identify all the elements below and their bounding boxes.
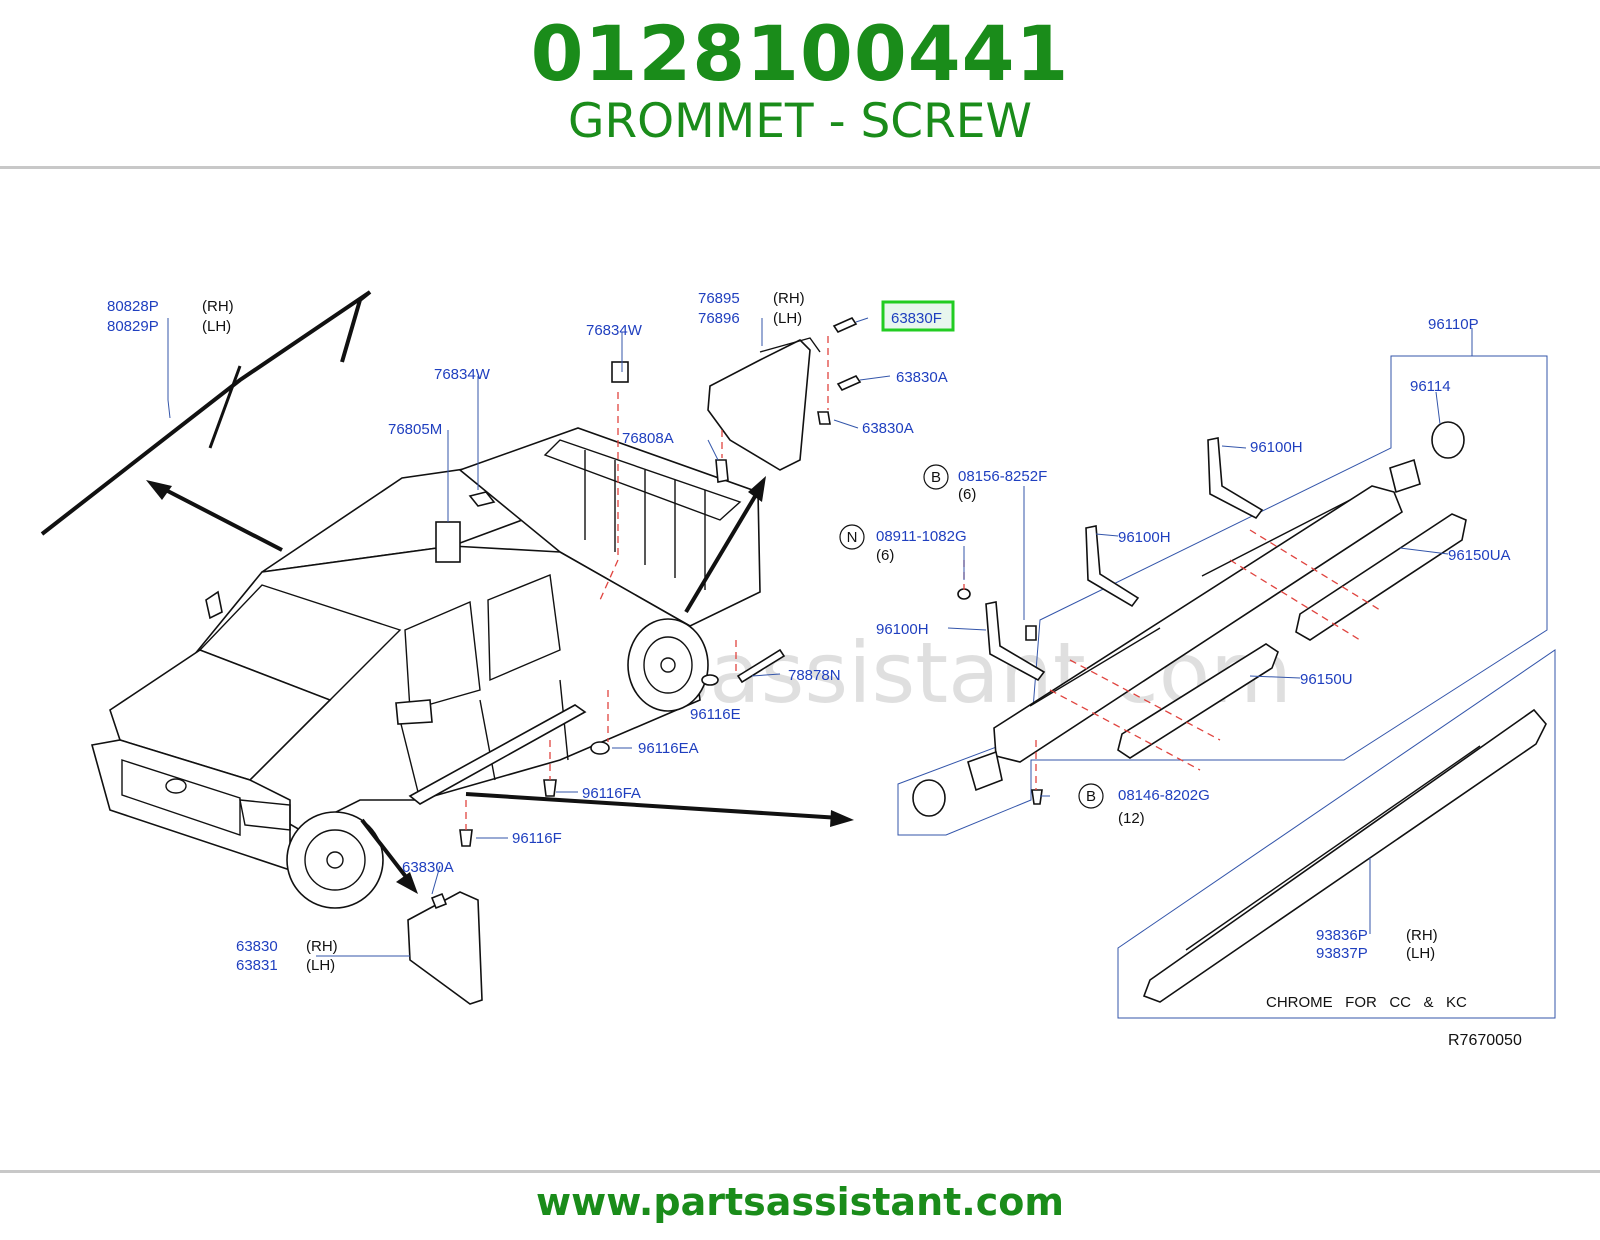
callout-96116FA[interactable]: 96116FA [582,785,641,802]
callout-76834W[interactable]: 76834W [586,322,643,339]
side-tag-rh: (RH) [1406,927,1438,944]
side-tag-lh: (LH) [1406,945,1435,962]
callout-93836P[interactable]: 93836P [1316,927,1368,944]
callout-08911-1082G[interactable]: 08911-1082G [876,528,967,545]
side-tag-rh: (RH) [306,938,338,955]
quantity-label: (12) [1118,810,1145,827]
callout-63831[interactable]: 63831 [236,957,278,974]
callout-96116F[interactable]: 96116F [512,830,562,847]
callout-96150UA[interactable]: 96150UA [1448,547,1511,564]
callout-96100H[interactable]: 96100H [876,621,929,638]
quantity-label: (6) [958,486,976,503]
side-tag-lh: (LH) [773,310,802,327]
callout-63830A[interactable]: 63830A [896,369,948,386]
callout-80829P[interactable]: 80829P [107,318,159,335]
callout-96100H[interactable]: 96100H [1118,529,1171,546]
chrome-note: CHROME FOR CC & KC [1266,994,1467,1011]
callout-76834W[interactable]: 76834W [434,366,491,383]
callout-78878N[interactable]: 78878N [788,667,841,684]
badge-n: N [847,529,858,546]
callout-96114[interactable]: 96114 [1410,378,1451,395]
callout-76896[interactable]: 76896 [698,310,740,327]
header-divider [0,166,1600,169]
footer-website[interactable]: www.partsassistant.com [536,1180,1064,1224]
side-tag-lh: (LH) [202,318,231,335]
callout-80828P[interactable]: 80828P [107,298,159,315]
callout-76808A[interactable]: 76808A [622,430,674,447]
fasteners [430,316,862,910]
badge-b: B [931,469,941,486]
direction-arrows [146,476,854,894]
assembly-dashes [465,336,1037,830]
truck-illustration [40,290,761,909]
callout-63830A[interactable]: 63830A [402,859,454,876]
callout-63830F[interactable]: 63830F [891,310,942,327]
part-number-title: 0128100441 [530,9,1070,98]
badge-b: B [1086,788,1096,805]
mud-flap-front [407,891,483,1005]
footer-divider [0,1170,1600,1173]
callout-96150U[interactable]: 96150U [1300,671,1353,688]
quantity-label: (6) [876,547,894,564]
callout-76805M[interactable]: 76805M [388,421,442,438]
mud-flap-rear [707,337,821,471]
callout-63830A[interactable]: 63830A [862,420,914,437]
callout-63830[interactable]: 63830 [236,938,278,955]
badge-circle [923,464,949,490]
side-tag-rh: (RH) [773,290,805,307]
side-tag-rh: (RH) [202,298,234,315]
callout-93837P[interactable]: 93837P [1316,945,1368,962]
badge-circle [1078,783,1104,809]
diagram-reference-code: R7670050 [1448,1032,1522,1049]
callout-08146-8202G[interactable]: 08146-8202G [1118,787,1210,804]
callout-96116E[interactable]: 96116E [690,706,741,723]
step-rail-panel [897,355,1556,1019]
callout-96116EA[interactable]: 96116EA [638,740,699,757]
callout-08156-8252F[interactable]: 08156-8252F [958,468,1047,485]
callout-76895[interactable]: 76895 [698,290,740,307]
target-part-highlight [881,300,955,332]
callout-96100H[interactable]: 96100H [1250,439,1303,456]
callout-96110P[interactable]: 96110P [1428,316,1479,333]
part-name-subtitle: GROMMET - SCREW [568,94,1032,149]
leader-lines [167,317,1473,957]
badge-circle [839,524,865,550]
side-tag-lh: (LH) [306,957,335,974]
